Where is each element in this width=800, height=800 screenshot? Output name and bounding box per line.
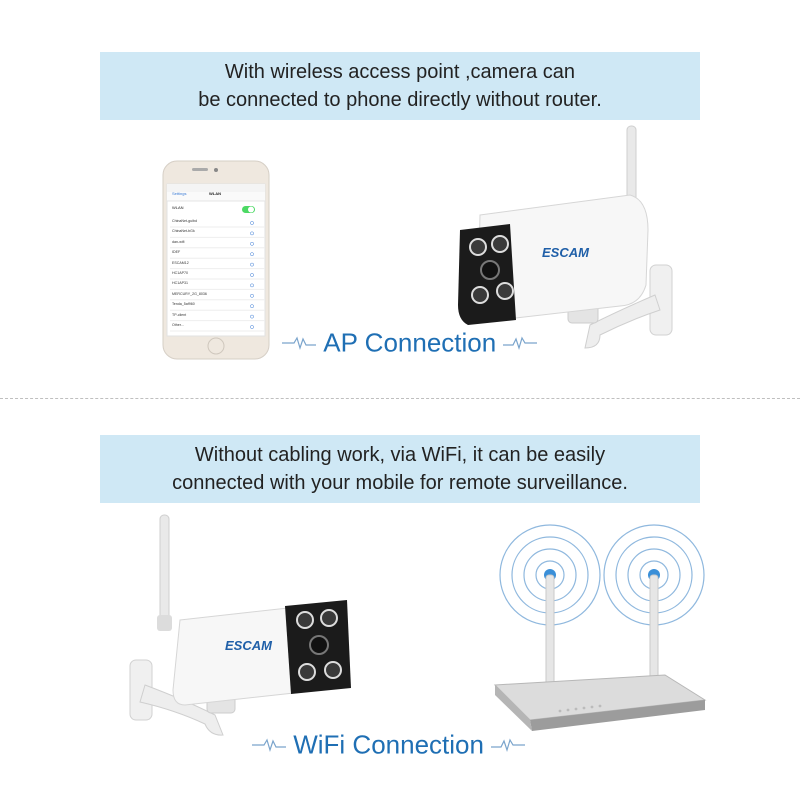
phone-header-title: WLAN bbox=[209, 191, 221, 196]
wifi-connection-text: WiFi Connection bbox=[293, 729, 484, 760]
wifi-network-item: TP-client bbox=[172, 312, 187, 317]
top-banner-line2: be connected to phone directly without r… bbox=[198, 89, 602, 111]
router-image bbox=[490, 515, 710, 745]
wifi-network-item: HC1AP70 bbox=[172, 271, 188, 275]
wifi-network-item: IDEF bbox=[172, 250, 181, 255]
phone-header-left: Settings bbox=[172, 191, 187, 196]
camera-image-bottom: ESCAM bbox=[125, 510, 355, 745]
info-icon bbox=[250, 283, 254, 288]
signal-wave-right-icon bbox=[503, 336, 538, 351]
info-icon bbox=[250, 325, 254, 329]
info-icon bbox=[250, 252, 254, 257]
signal-wave-right-icon bbox=[491, 738, 526, 753]
ap-connection-text: AP Connection bbox=[323, 327, 497, 358]
bottom-banner-line2: connected with your mobile for remote su… bbox=[172, 472, 628, 494]
signal-wave-left-icon bbox=[252, 738, 286, 753]
wifi-network-item: dan-wifi bbox=[172, 239, 185, 244]
wifi-network-item: ChinaNet-guibd bbox=[172, 219, 197, 223]
camera-brand-logo-top: ESCAM bbox=[542, 245, 589, 260]
section-divider bbox=[0, 398, 800, 399]
info-icon bbox=[250, 221, 254, 225]
wifi-network-item: ChinaNet-bGk bbox=[172, 229, 195, 234]
wifi-network-item: Other... bbox=[172, 323, 184, 327]
info-icon bbox=[250, 273, 254, 277]
info-icon bbox=[250, 231, 254, 236]
info-icon bbox=[250, 293, 254, 298]
top-banner: With wireless access point ,camera can b… bbox=[100, 52, 700, 120]
wifi-connection-label: WiFi Connection bbox=[252, 728, 526, 761]
wifi-network-item: Tenda_5af960 bbox=[172, 302, 195, 307]
wifi-network-item: HC1AP31 bbox=[172, 281, 188, 286]
camera-image-top: ESCAM bbox=[450, 120, 680, 365]
signal-wave-left-icon bbox=[282, 336, 316, 351]
ap-connection-label: AP Connection bbox=[282, 326, 538, 359]
top-banner-line1: With wireless access point ,camera can bbox=[224, 61, 576, 83]
info-icon bbox=[250, 262, 254, 267]
bottom-banner: Without cabling work, via WiFi, it can b… bbox=[100, 435, 700, 503]
phone-wlan-label: WLAN bbox=[172, 205, 184, 210]
wifi-network-item: ESCAM12 bbox=[172, 260, 189, 265]
camera-brand-logo-bottom: ESCAM bbox=[225, 638, 272, 653]
info-icon bbox=[250, 241, 254, 246]
wifi-network-item: MERCURY_2G_8036 bbox=[172, 291, 207, 296]
bottom-banner-line1: Without cabling work, via WiFi, it can b… bbox=[194, 444, 606, 466]
info-icon bbox=[250, 314, 254, 319]
info-icon bbox=[250, 304, 254, 309]
